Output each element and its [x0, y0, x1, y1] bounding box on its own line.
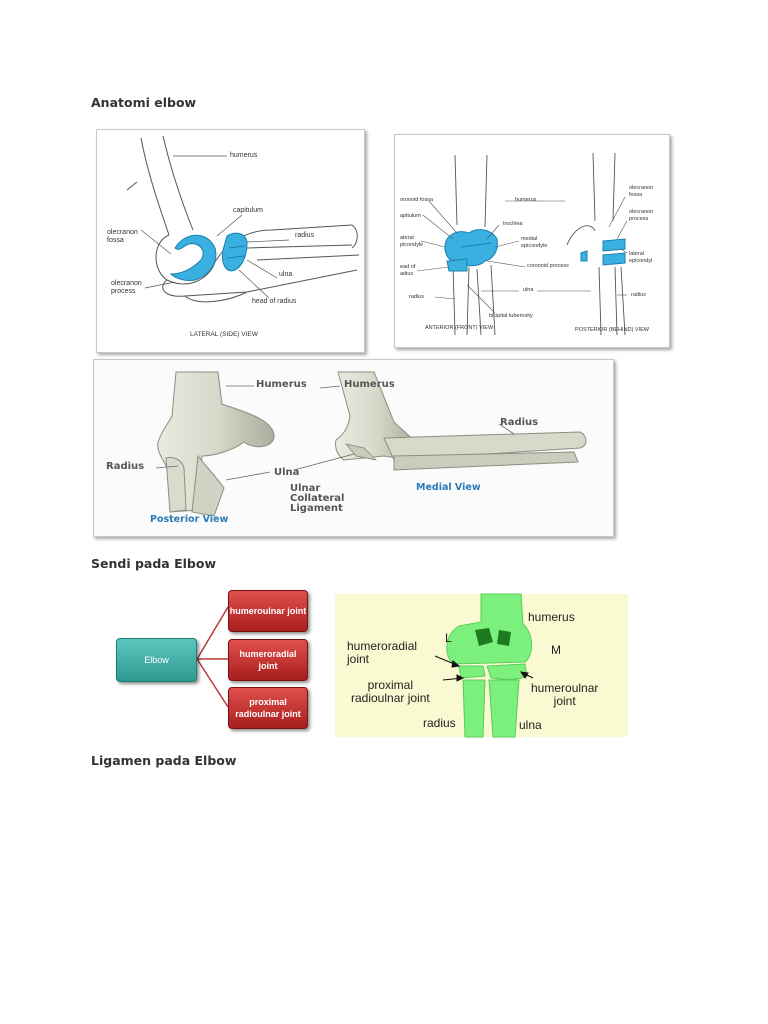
- label-humeroradial-joint: humeroradial joint: [347, 639, 418, 666]
- label-ulna-green: ulna: [519, 718, 542, 732]
- label-radius-back: radius: [631, 292, 646, 298]
- label-ulna-front: ulna: [523, 287, 534, 293]
- label-radius-front: radius: [409, 294, 424, 300]
- label-capitulum: capitulum: [233, 207, 263, 214]
- figure-lateral-view: humerus capitulum olecranon fossa radius…: [96, 129, 365, 353]
- lateral-elbow-drawing: [126, 135, 360, 303]
- heading-anatomy: Anatomi elbow: [91, 95, 197, 110]
- label-ulna: ulna: [279, 271, 293, 278]
- label-ulna: Ulna: [274, 467, 300, 478]
- label-radius-posterior: Radius: [106, 461, 145, 472]
- label-head-of-radius: head of radius: [252, 298, 297, 305]
- label-humerus-medial: Humerus: [344, 379, 395, 390]
- figure-posterior-medial-photo: Humerus Humerus Radius Ulna Ulnar Collat…: [93, 359, 614, 537]
- connector-humeroulnar: [196, 606, 229, 660]
- label-coronoid-fossa: oronoid fossa: [400, 197, 434, 203]
- label-olecranon-fossa-back: olecranon fossa: [629, 185, 654, 198]
- label-bicipital-tuberosity: bicipital tuberosity: [489, 313, 533, 319]
- node-humeroradial-joint: humeroradial joint: [228, 639, 308, 681]
- caption-anterior-view: ANTERIOR (FRONT) VIEW: [425, 325, 494, 331]
- label-trochlea: trochlea: [503, 221, 523, 227]
- label-head-of-radius-front: ead of adius: [400, 264, 416, 277]
- label-lateral-epicondyle: ateral picondyle: [400, 235, 424, 248]
- label-capitulum-front: apitulum: [400, 213, 421, 219]
- posterior-medial-bone-drawing: [155, 371, 587, 517]
- label-olecranon-process: olecranon process: [111, 280, 142, 295]
- front-back-elbow-drawing: [416, 152, 628, 336]
- caption-posterior-view-photo: Posterior View: [150, 514, 229, 525]
- label-humerus-green: humerus: [528, 610, 575, 624]
- node-humeroulnar-joint: humeroulnar joint: [228, 590, 308, 632]
- label-radius: radius: [295, 232, 315, 239]
- label-medial-epicondyle: medial epicondyle: [521, 236, 548, 249]
- caption-lateral-view: LATERAL (SIDE) VIEW: [190, 331, 258, 338]
- figure-front-back-view: oronoid fossa humerus apitulum trochlea …: [394, 134, 670, 348]
- caption-posterior-view: POSTERIOR (BEHIND) VIEW: [575, 327, 649, 333]
- label-radius-medial: Radius: [500, 417, 539, 428]
- label-humerus: humerus: [230, 152, 258, 159]
- label-humerus-front: humerus: [515, 197, 537, 203]
- label-lateral-epicondyl-back: lateral epicondyl: [629, 251, 653, 264]
- node-elbow: Elbow: [116, 638, 197, 682]
- label-coronoid-process: coronoid process: [527, 263, 569, 269]
- label-lateral-L: L: [445, 631, 452, 645]
- label-humerus-posterior: Humerus: [256, 379, 307, 390]
- label-ulnar-collateral-ligament: Ulnar Collateral Ligament: [290, 483, 345, 514]
- label-olecranon-process-back: olecranon process: [629, 209, 654, 222]
- heading-ligaments: Ligamen pada Elbow: [91, 753, 237, 768]
- label-humeroulnar-joint: humeroulnar joint: [531, 681, 599, 708]
- label-olecranon-fossa: olecranon fossa: [107, 229, 138, 244]
- node-proximal-radioulnar-joint: proximal radioulnar joint: [228, 687, 308, 729]
- label-radius-green: radius: [423, 716, 456, 730]
- figure-elbow-joints-green: humerus L M humeroradial joint proximal …: [335, 593, 628, 738]
- elbow-joint-drawing: [434, 593, 534, 738]
- label-medial-M: M: [551, 643, 561, 657]
- heading-joints: Sendi pada Elbow: [91, 556, 216, 571]
- connector-radioulnar: [196, 658, 229, 708]
- label-proximal-radioulnar-joint: proximal radioulnar joint: [351, 678, 430, 705]
- caption-medial-view-photo: Medial View: [416, 482, 481, 493]
